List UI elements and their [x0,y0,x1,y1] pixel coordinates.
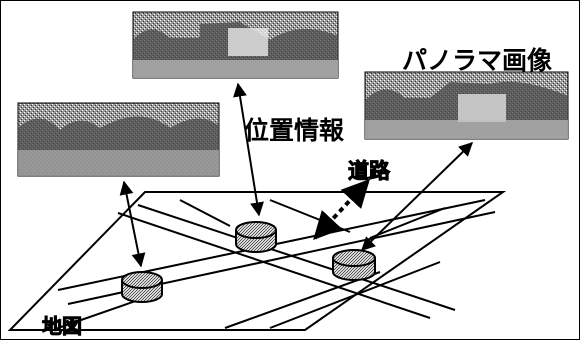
node-center [235,221,277,253]
arrow-road [313,178,370,241]
road-label: 道路 [348,159,391,183]
arrow-right [360,142,474,251]
map-label: 地図 [42,314,83,338]
arrow-left [119,180,146,268]
position-arrows [119,82,474,268]
panorama-photo-right [364,71,569,140]
panorama-label: パノラマ画像 [402,46,553,75]
map-plane [7,191,507,331]
panorama-photo-left [17,102,220,177]
node-right [332,249,376,281]
arrow-top [233,82,264,217]
node-left [121,271,163,303]
position-info-label: 位置情報 [244,116,345,145]
panorama-photo-top [132,11,339,79]
